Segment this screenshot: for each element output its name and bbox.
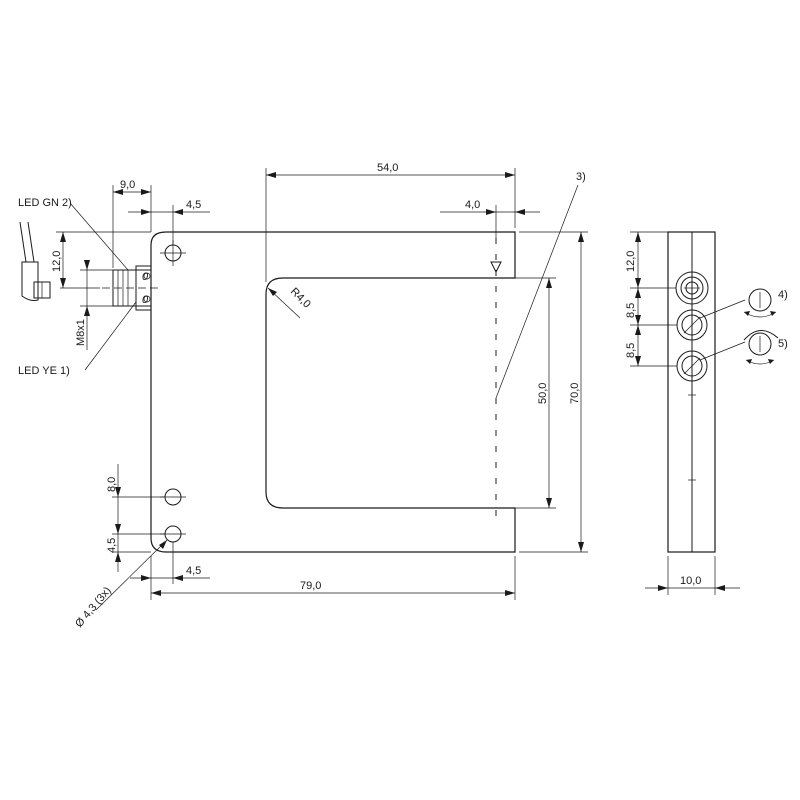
cable-plug <box>19 221 51 301</box>
dim-50-0: 50,0 <box>537 383 549 404</box>
dim-4-5-bottom: 4,5 <box>186 565 201 577</box>
dim-4-0: 4,0 <box>465 199 480 211</box>
adjust-symbol-4-icon <box>743 288 777 318</box>
dim-4-5-left: 4,5 <box>106 538 118 553</box>
dim-9-0: 9,0 <box>120 179 135 191</box>
led-ye-label: LED YE 1) <box>18 365 70 377</box>
dim-12-0-right: 12,0 <box>625 251 637 272</box>
dim-r4-0: R4,0 <box>288 286 313 311</box>
potentiometer-mode <box>676 350 708 382</box>
fork-sensor-body <box>150 231 516 553</box>
dim-12-0-left: 12,0 <box>51 251 63 272</box>
zero-bottom-label: 0 <box>142 294 149 306</box>
dim-70-0: 70,0 <box>569 383 581 404</box>
light-direction-arrow <box>490 261 502 274</box>
dim-10-0: 10,0 <box>680 575 701 587</box>
dim-4-5-top: 4,5 <box>186 199 201 211</box>
potentiometer-sensitivity <box>676 309 708 341</box>
dim-8-5-a: 8,5 <box>625 303 637 318</box>
side-view-body <box>667 231 716 553</box>
led-gn-label: LED GN 2) <box>18 197 72 209</box>
note-4-label: 4) <box>778 289 788 301</box>
dim-54-0: 54,0 <box>377 162 398 174</box>
m8-connector <box>102 265 160 311</box>
zero-top-label: 0 <box>142 271 149 283</box>
dim-8-0: 8,0 <box>106 477 118 492</box>
dim-hole-diameter: Ø 4,3 (3x) <box>73 585 114 630</box>
adjust-symbol-5-icon <box>743 330 779 365</box>
dim-79-0: 79,0 <box>300 580 321 592</box>
dim-8-5-b: 8,5 <box>625 343 637 358</box>
note-3-label: 3) <box>576 171 586 183</box>
note-5-label: 5) <box>778 338 788 350</box>
dim-m8x1: M8x1 <box>75 319 87 346</box>
side-connector-socket <box>675 271 709 305</box>
